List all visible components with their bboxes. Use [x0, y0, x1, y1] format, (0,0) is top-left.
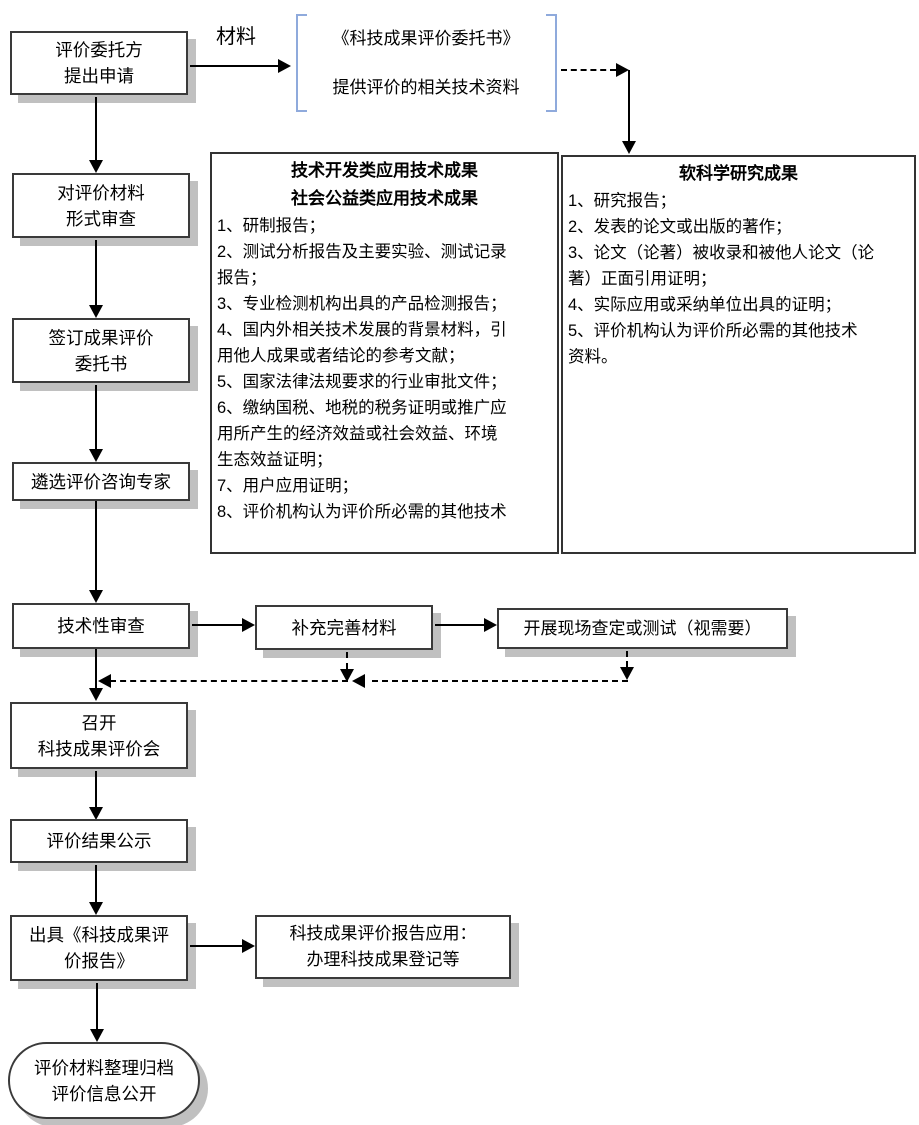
panel-list-item: 7、用户应用证明；: [217, 477, 359, 495]
node-form-review: 对评价材料 形式审查: [12, 173, 190, 238]
node-publicity-label: 评价结果公示: [46, 831, 152, 851]
node-supplement: 补充完善材料: [255, 605, 433, 650]
node-form-review-label: 对评价材料 形式审查: [57, 182, 145, 229]
arrow-form-to-sign-head: [89, 305, 103, 318]
arrow-publicity-to-report-line: [95, 865, 97, 902]
arrow-publicity-to-report-head: [89, 902, 103, 915]
panel-list-item: 3、论文（论著）被收录和被他人论文（论 著）正面引用证明；: [568, 244, 875, 288]
arrow-select-to-tech-head: [89, 590, 103, 603]
dashed-supplement-down-head: [340, 669, 354, 682]
panel-list-item: 5、评价机构认为评价所必需的其他技术 资料。: [568, 322, 858, 366]
arrow-tech-to-supplement-head: [242, 618, 255, 632]
panel-soft-list: 1、研究报告； 2、发表的论文或出版的著作； 3、论文（论著）被收录和被他人论文（论…: [568, 188, 909, 370]
node-site-test: 开展现场查定或测试（视需要）: [497, 608, 788, 649]
arrow-meeting-to-publicity-line: [95, 771, 97, 807]
node-tech-review: 技术性审查: [12, 603, 190, 649]
node-sign-agreement: 签订成果评价 委托书: [12, 318, 190, 383]
arrow-into-soft-panel-line: [628, 70, 630, 141]
bracket-line-1: 《科技成果评价委托书》: [332, 29, 520, 48]
dashed-feedback-right-segment: [372, 680, 628, 682]
node-publicity: 评价结果公示: [10, 819, 188, 863]
bracket-left: [296, 14, 307, 112]
panel-list-item: 6、缴纳国税、地税的税务证明或推广应 用所产生的经济效益或社会效益、环境 生态效…: [217, 399, 507, 469]
node-apply-label: 评价委托方 提出申请: [55, 40, 143, 86]
panel-list-item: 4、国内外相关技术发展的背景材料，引 用他人成果或者结论的参考文献；: [217, 321, 507, 365]
arrow-report-to-application-line: [190, 945, 242, 947]
panel-applied-list: 1、研制报告； 2、测试分析报告及主要实验、测试记录 报告； 3、专业检测机构出具的…: [217, 213, 552, 525]
arrow-supplement-to-site-line: [435, 624, 484, 626]
bracket-line-2: 提供评价的相关技术资料: [332, 78, 520, 97]
bracket-right: [546, 14, 557, 112]
bracket-materials: 《科技成果评价委托书》 提供评价的相关技术资料: [302, 27, 550, 100]
arrow-apply-to-materials-line: [190, 65, 278, 67]
arrow-apply-to-materials-head: [278, 59, 291, 73]
panel-list-item: 2、发表的论文或出版的著作；: [568, 218, 792, 236]
arrow-report-to-application-head: [242, 939, 255, 953]
node-issue-report-label: 出具《科技成果评 价报告》: [29, 925, 169, 971]
panel-applied-title-2: 社会公益类应用技术成果: [291, 189, 478, 208]
arrow-meeting-to-publicity-head: [89, 807, 103, 820]
node-report-application: 科技成果评价报告应用： 办理科技成果登记等: [255, 915, 511, 979]
node-archive: 评价材料整理归档 评价信息公开: [8, 1042, 200, 1119]
node-supplement-label: 补充完善材料: [291, 617, 397, 638]
panel-applied-tech: 技术开发类应用技术成果 社会公益类应用技术成果 1、研制报告； 2、测试分析报告及…: [210, 152, 559, 554]
node-select-experts: 遴选评价咨询专家: [12, 462, 190, 501]
node-meeting-label: 召开 科技成果评价会: [37, 712, 161, 759]
arrow-tech-to-supplement-line: [192, 624, 242, 626]
panel-list-item: 5、国家法律法规要求的行业审批文件；: [217, 373, 507, 391]
node-report-application-label: 科技成果评价报告应用： 办理科技成果登记等: [289, 924, 477, 969]
arrow-sign-to-select-head: [89, 449, 103, 462]
node-apply: 评价委托方 提出申请: [10, 31, 188, 95]
arrow-sign-to-select-line: [95, 385, 97, 449]
arrow-tech-to-meeting-head: [89, 688, 103, 701]
panel-soft-title: 软科学研究成果: [679, 164, 798, 183]
panel-applied-title-1: 技术开发类应用技术成果: [291, 161, 478, 180]
dashed-supplement-down-line: [346, 652, 348, 669]
node-meeting: 召开 科技成果评价会: [10, 702, 188, 769]
panel-soft-science: 软科学研究成果 1、研究报告； 2、发表的论文或出版的著作； 3、论文（论著）被收录…: [561, 155, 916, 554]
arrow-into-soft-panel-head: [622, 141, 636, 154]
dashed-feedback-left-head: [98, 674, 111, 688]
panel-list-item: 2、测试分析报告及主要实验、测试记录 报告；: [217, 243, 507, 287]
arrow-supplement-to-site-head: [484, 618, 497, 632]
node-tech-review-label: 技术性审查: [57, 616, 145, 636]
arrow-apply-down-head: [89, 160, 103, 173]
panel-list-item: 1、研制报告；: [217, 217, 326, 235]
node-site-test-label: 开展现场查定或测试（视需要）: [523, 618, 762, 638]
panel-list-item: 3、专业检测机构出具的产品检测报告；: [217, 295, 507, 313]
arrow-bracket-dashed-line: [561, 69, 616, 71]
node-issue-report: 出具《科技成果评 价报告》: [10, 915, 188, 981]
dashed-site-down-head: [620, 667, 634, 680]
dashed-feedback-left-segment: [110, 680, 348, 682]
arrow-bracket-dashed-head: [616, 63, 629, 77]
material-label: 材料: [216, 26, 256, 48]
node-select-experts-label: 遴选评价咨询专家: [31, 471, 171, 492]
arrow-report-to-archive-head: [90, 1029, 104, 1042]
panel-list-item: 1、研究报告；: [568, 192, 677, 210]
node-archive-label: 评价材料整理归档 评价信息公开: [34, 1057, 174, 1104]
arrow-form-to-sign-line: [95, 240, 97, 305]
arrow-tech-to-meeting-line: [95, 649, 97, 688]
arrow-select-to-tech-line: [95, 501, 97, 590]
node-sign-agreement-label: 签订成果评价 委托书: [48, 327, 154, 374]
arrow-report-to-archive-line: [96, 983, 98, 1029]
panel-list-item: 4、实际应用或采纳单位出具的证明；: [568, 296, 842, 314]
dashed-feedback-mid-head: [352, 674, 365, 688]
dashed-site-down-line: [626, 651, 628, 667]
panel-list-item: 8、评价机构认为评价所必需的其他技术: [217, 503, 507, 521]
arrow-apply-down-line: [95, 97, 97, 160]
